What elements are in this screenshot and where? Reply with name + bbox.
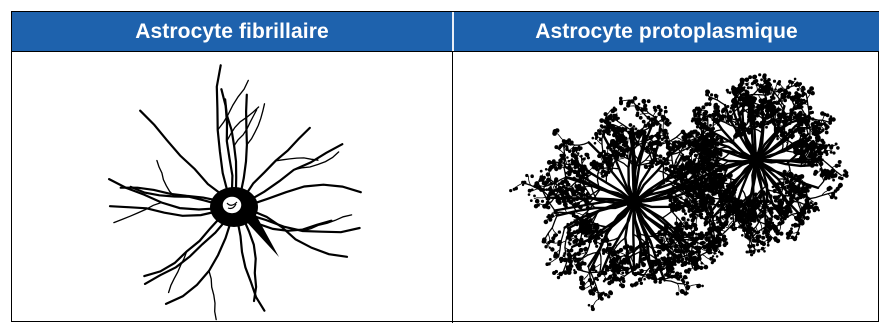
- header-fibrous-astrocyte: Astrocyte fibrillaire: [12, 12, 452, 51]
- header-protoplasmic-astrocyte: Astrocyte protoplasmique: [454, 12, 879, 51]
- protoplasmic-astrocyte-drawing: [453, 52, 878, 323]
- cell-protoplasmic-astrocyte: [453, 52, 878, 323]
- fibrous-astrocyte-drawing: [12, 52, 452, 323]
- comparison-table: Astrocyte fibrillaire Astrocyte protopla…: [11, 11, 879, 322]
- cell-fibrous-astrocyte: [12, 52, 452, 323]
